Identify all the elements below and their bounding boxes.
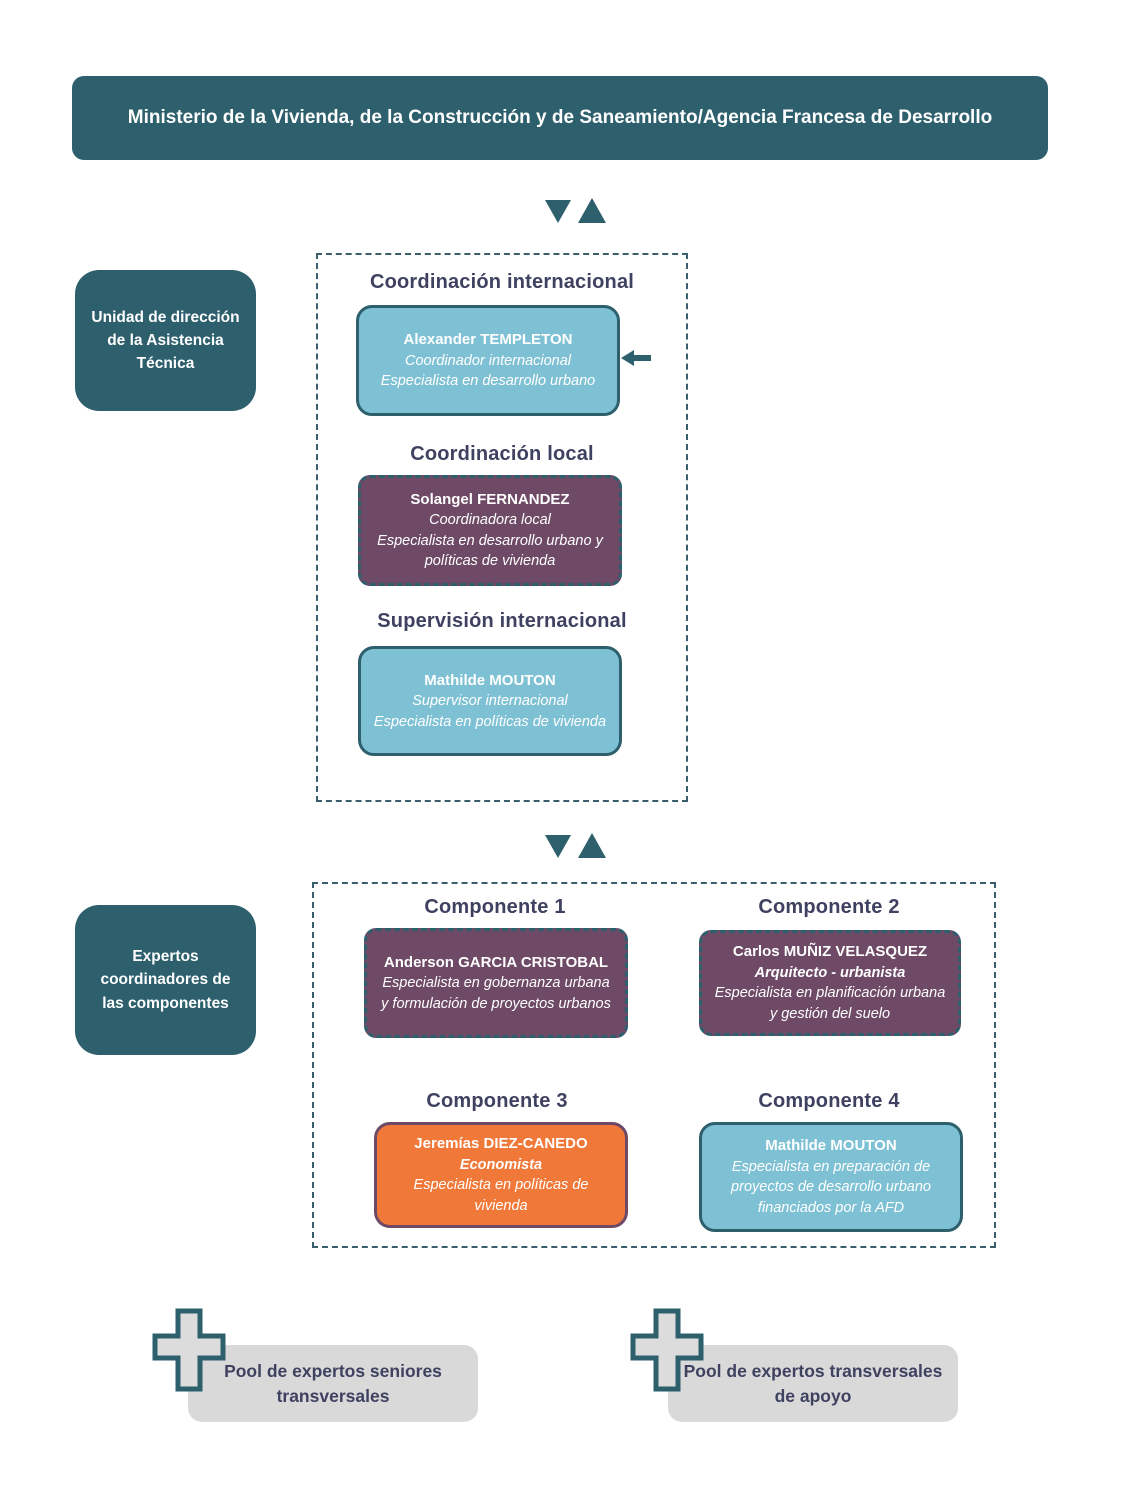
person-specialty: Especialista en desarrollo urbano: [380, 373, 596, 390]
person-name: Mathilde MOUTON: [765, 1137, 897, 1155]
person-role: Supervisor internacional: [412, 693, 568, 710]
link-arrows-middle: [545, 833, 606, 858]
pool-seniors-label: Pool de expertos seniores transversales: [224, 1361, 442, 1406]
person-card-fernandez: Solangel FERNANDEZ Coordinadora local Es…: [358, 475, 622, 586]
person-card-diez-canedo: Jeremías DIEZ-CANEDO Economista Especial…: [374, 1122, 628, 1228]
person-specialty: Especialista en políticas de vivienda: [373, 713, 607, 730]
heading-componente-4: Componente 4: [758, 1090, 900, 1112]
left-arrow-icon: [621, 350, 651, 366]
plus-icon: [630, 1308, 704, 1392]
plus-icon: [152, 1308, 226, 1392]
direction-unit-label: Unidad de dirección de la Asistencia Téc…: [91, 308, 240, 373]
ministry-header: Ministerio de la Vivienda, de la Constru…: [72, 76, 1048, 160]
heading-coordinacion-internacional: Coordinación internacional: [369, 271, 635, 293]
person-card-templeton: Alexander TEMPLETON Coordinador internac…: [356, 305, 620, 416]
person-name: Anderson GARCIA CRISTOBAL: [383, 953, 609, 971]
person-name: Alexander TEMPLETON: [403, 331, 573, 349]
sidebar-label-component-experts: Expertos coordinadores de las componente…: [75, 905, 256, 1055]
person-name: Carlos MUÑIZ VELASQUEZ: [732, 943, 928, 961]
person-role: Coordinadora local: [429, 512, 551, 529]
up-triangle-icon: [578, 833, 606, 858]
person-card-muniz: Carlos MUÑIZ VELASQUEZ Arquitecto - urba…: [699, 930, 961, 1036]
person-specialty: Especialista en desarrollo urbano y polí…: [377, 532, 603, 570]
sidebar-label-direction-unit: Unidad de dirección de la Asistencia Téc…: [75, 270, 256, 411]
person-card-mouton-supervisor: Mathilde MOUTON Supervisor internacional…: [358, 646, 622, 756]
person-card-garcia: Anderson GARCIA CRISTOBAL Especialista e…: [364, 928, 628, 1038]
person-role: Economista: [459, 1156, 543, 1173]
components-panel: Componente 1 Anderson GARCIA CRISTOBAL E…: [312, 882, 996, 1248]
heading-supervision-internacional: Supervisión internacional: [377, 610, 627, 632]
heading-componente-3: Componente 3: [426, 1090, 568, 1112]
person-name: Jeremías DIEZ-CANEDO: [414, 1135, 588, 1153]
heading-componente-1: Componente 1: [424, 896, 566, 918]
person-name: Mathilde MOUTON: [424, 671, 556, 689]
pool-seniors: Pool de expertos seniores transversales: [188, 1345, 478, 1422]
pool-support-label: Pool de expertos transversales de apoyo: [683, 1361, 943, 1406]
person-specialty: Especialista en gobernanza urbana y form…: [381, 975, 611, 1012]
person-role: Arquitecto - urbanista: [754, 964, 906, 981]
person-name: Solangel FERNANDEZ: [410, 490, 570, 508]
component-experts-label: Expertos coordinadores de las componente…: [100, 948, 231, 1012]
heading-componente-2: Componente 2: [758, 896, 900, 918]
coordination-panel: Coordinación internacional Alexander TEM…: [316, 253, 688, 802]
heading-coordinacion-local: Coordinación local: [410, 443, 594, 465]
person-role: Coordinador internacional: [404, 352, 572, 369]
link-arrows-top: [545, 198, 606, 223]
person-specialty: Especialista en políticas de vivienda: [413, 1177, 589, 1214]
ministry-header-title: Ministerio de la Vivienda, de la Constru…: [127, 107, 993, 128]
person-specialty: Especialista en planificación urbana y g…: [714, 985, 946, 1022]
person-specialty: Especialista en preparación de proyectos…: [731, 1158, 931, 1216]
down-triangle-icon: [545, 200, 571, 223]
up-triangle-icon: [578, 198, 606, 223]
down-triangle-icon: [545, 835, 571, 858]
pool-support: Pool de expertos transversales de apoyo: [668, 1345, 958, 1422]
person-card-mouton-componente: Mathilde MOUTON Especialista en preparac…: [699, 1122, 963, 1232]
